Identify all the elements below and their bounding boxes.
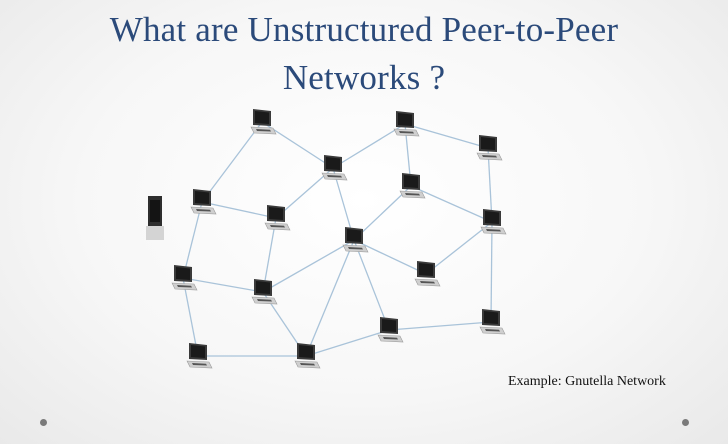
network-link [388, 321, 492, 331]
laptop-computer-icon [264, 205, 291, 231]
laptop-computer-icon [190, 189, 217, 215]
network-link [201, 201, 277, 219]
network-link [353, 239, 427, 275]
network-nodes [171, 109, 507, 369]
laptop-computer-icon [294, 343, 321, 369]
network-link [305, 329, 390, 357]
slide-title-line-2: Networks ? [282, 58, 446, 97]
diagram-caption: Example: Gnutella Network [508, 374, 666, 389]
network-link [353, 239, 390, 331]
slide-title: What are Unstructured Peer-to-Peer Netwo… [0, 6, 728, 102]
slide-title-line-1: What are Unstructured Peer-to-Peer [109, 10, 619, 49]
network-link [262, 217, 277, 293]
network-link [353, 185, 412, 241]
network-link [490, 221, 493, 323]
network-link [182, 201, 203, 279]
laptop-computer-icon [171, 265, 198, 291]
network-link [404, 123, 489, 149]
laptop-computer-icon [377, 317, 404, 343]
laptop-computer-icon [480, 209, 507, 235]
partial-computer-icon [146, 196, 164, 240]
laptop-computer-icon [186, 343, 213, 369]
network-link [305, 239, 355, 357]
network-link [201, 121, 263, 203]
network-link [332, 123, 406, 169]
laptop-computer-icon [476, 135, 503, 161]
laptop-computer-icon [414, 261, 441, 287]
network-link [425, 221, 493, 275]
laptop-computer-icon [251, 279, 278, 305]
network-link [182, 277, 199, 357]
network-link [262, 239, 355, 293]
laptop-computer-icon [250, 109, 277, 135]
network-link [182, 277, 264, 293]
network-link [410, 185, 493, 223]
slide-corner-dot-right [682, 419, 689, 426]
laptop-computer-icon [321, 155, 348, 181]
slide-corner-dot-left [40, 419, 47, 426]
laptop-computer-icon [399, 173, 426, 199]
laptop-computer-icon [393, 111, 420, 137]
network-link [487, 147, 493, 223]
laptop-computer-icon [479, 309, 506, 335]
laptop-computer-icon [342, 227, 369, 253]
